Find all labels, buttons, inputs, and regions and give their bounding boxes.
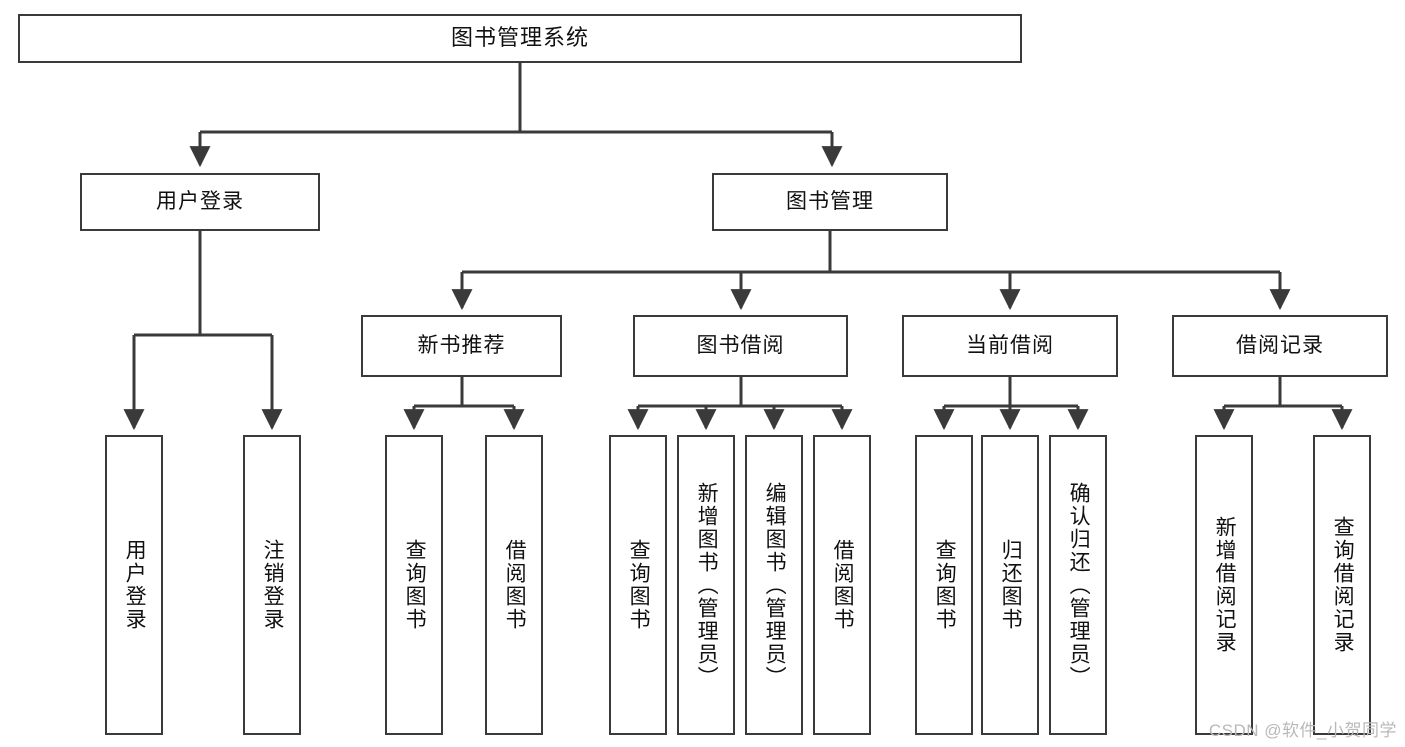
node-book-manage[interactable]: 图书管理 <box>712 173 948 231</box>
node-leaf-borrow-book-2-label: 借阅图书 <box>831 539 855 631</box>
node-book-borrow-label: 图书借阅 <box>696 334 785 358</box>
node-leaf-edit-book[interactable]: 编辑图书（管理员） <box>745 435 803 735</box>
node-leaf-query-record-label: 查询借阅记录 <box>1331 516 1355 654</box>
node-borrow-record-label: 借阅记录 <box>1236 334 1324 358</box>
node-leaf-query-book-3-label: 查询图书 <box>933 539 957 631</box>
node-leaf-add-book-label: 新增图书（管理员） <box>695 481 719 689</box>
node-leaf-query-book-3[interactable]: 查询图书 <box>915 435 973 735</box>
node-leaf-user-login[interactable]: 用户登录 <box>105 435 163 735</box>
node-leaf-return-book[interactable]: 归还图书 <box>981 435 1039 735</box>
node-leaf-confirm-return-label: 确认归还（管理员） <box>1067 481 1091 689</box>
node-leaf-add-record-label: 新增借阅记录 <box>1213 516 1237 654</box>
node-leaf-user-logout-label: 注销登录 <box>261 539 285 631</box>
watermark-text: CSDN @软件_小贺同学 <box>1208 721 1397 740</box>
node-leaf-add-book[interactable]: 新增图书（管理员） <box>677 435 735 735</box>
node-leaf-return-book-label: 归还图书 <box>999 539 1023 631</box>
node-user-login[interactable]: 用户登录 <box>80 173 320 231</box>
node-leaf-add-record[interactable]: 新增借阅记录 <box>1195 435 1253 735</box>
node-leaf-borrow-book-2[interactable]: 借阅图书 <box>813 435 871 735</box>
node-current-borrow-label: 当前借阅 <box>966 334 1054 358</box>
node-leaf-borrow-book-1[interactable]: 借阅图书 <box>485 435 543 735</box>
node-root-label: 图书管理系统 <box>450 25 589 51</box>
node-borrow-record[interactable]: 借阅记录 <box>1172 315 1388 377</box>
node-current-borrow[interactable]: 当前借阅 <box>902 315 1118 377</box>
node-book-borrow[interactable]: 图书借阅 <box>633 315 848 377</box>
node-leaf-query-book-1[interactable]: 查询图书 <box>385 435 443 735</box>
node-new-book-recommend[interactable]: 新书推荐 <box>361 315 562 377</box>
node-leaf-confirm-return[interactable]: 确认归还（管理员） <box>1049 435 1107 735</box>
node-book-manage-label: 图书管理 <box>786 190 874 214</box>
node-leaf-borrow-book-1-label: 借阅图书 <box>503 539 527 631</box>
node-leaf-query-book-2[interactable]: 查询图书 <box>609 435 667 735</box>
node-leaf-query-book-2-label: 查询图书 <box>627 539 651 631</box>
node-leaf-query-book-1-label: 查询图书 <box>403 539 427 631</box>
node-leaf-query-record[interactable]: 查询借阅记录 <box>1313 435 1371 735</box>
node-leaf-edit-book-label: 编辑图书（管理员） <box>763 481 787 689</box>
node-root[interactable]: 图书管理系统 <box>18 14 1022 63</box>
node-new-book-recommend-label: 新书推荐 <box>417 334 506 358</box>
node-leaf-user-login-label: 用户登录 <box>123 539 147 631</box>
node-user-login-label: 用户登录 <box>156 190 244 214</box>
node-leaf-user-logout[interactable]: 注销登录 <box>243 435 301 735</box>
